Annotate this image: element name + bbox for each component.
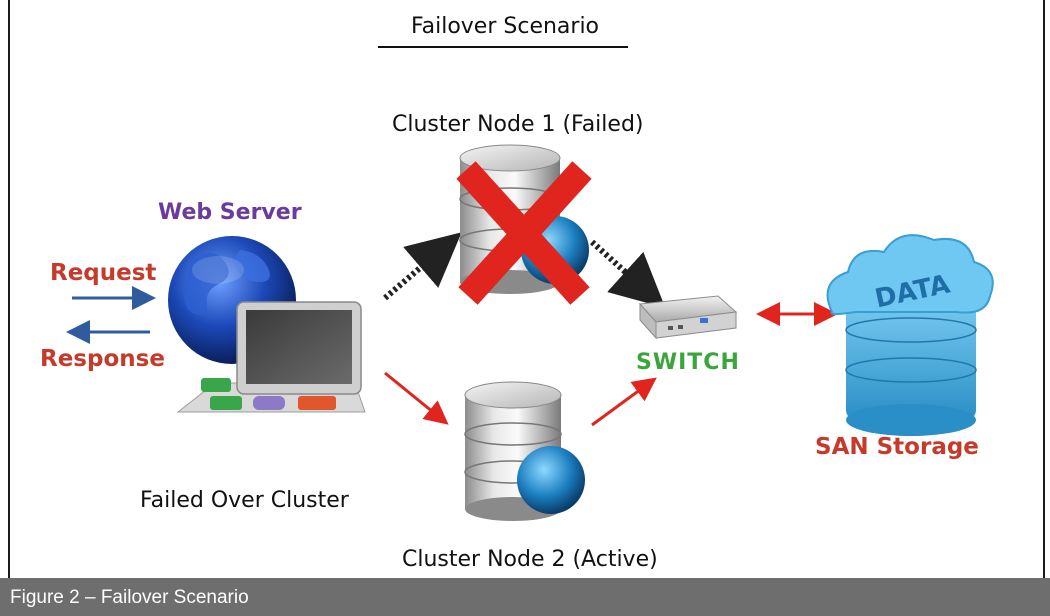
response-label: Response: [40, 346, 165, 372]
network-switch-icon: [638, 295, 738, 340]
switch-label: SWITCH: [636, 350, 740, 375]
failed-path-arrow-1: [383, 232, 462, 301]
active-path-arrow-1: [384, 371, 449, 425]
title-underline: [378, 46, 628, 48]
failed-path-arrow-2: [589, 239, 666, 309]
diagram-title: Failover Scenario: [410, 14, 600, 39]
diagram-canvas: DATA: [66, 144, 994, 521]
figure-caption: Figure 2 – Failover Scenario: [10, 587, 249, 608]
cloud-data-storage-icon: DATA: [826, 234, 994, 436]
failed-x-icon: [456, 161, 592, 305]
database-icon-node2: [464, 381, 585, 521]
active-path-arrow-2: [591, 377, 657, 427]
diagram-frame: [8, 0, 1045, 578]
caption-bar: Figure 2 – Failover Scenario: [0, 578, 1050, 616]
san-storage-label: SAN Storage: [815, 434, 979, 460]
cluster-node-1-label: Cluster Node 1 (Failed): [392, 112, 644, 137]
failed-over-cluster-label: Failed Over Cluster: [140, 488, 349, 513]
laptop-icon: [176, 301, 366, 413]
cluster-node-2-label: Cluster Node 2 (Active): [402, 547, 658, 572]
web-server-label: Web Server: [158, 200, 302, 225]
request-label: Request: [50, 260, 157, 286]
